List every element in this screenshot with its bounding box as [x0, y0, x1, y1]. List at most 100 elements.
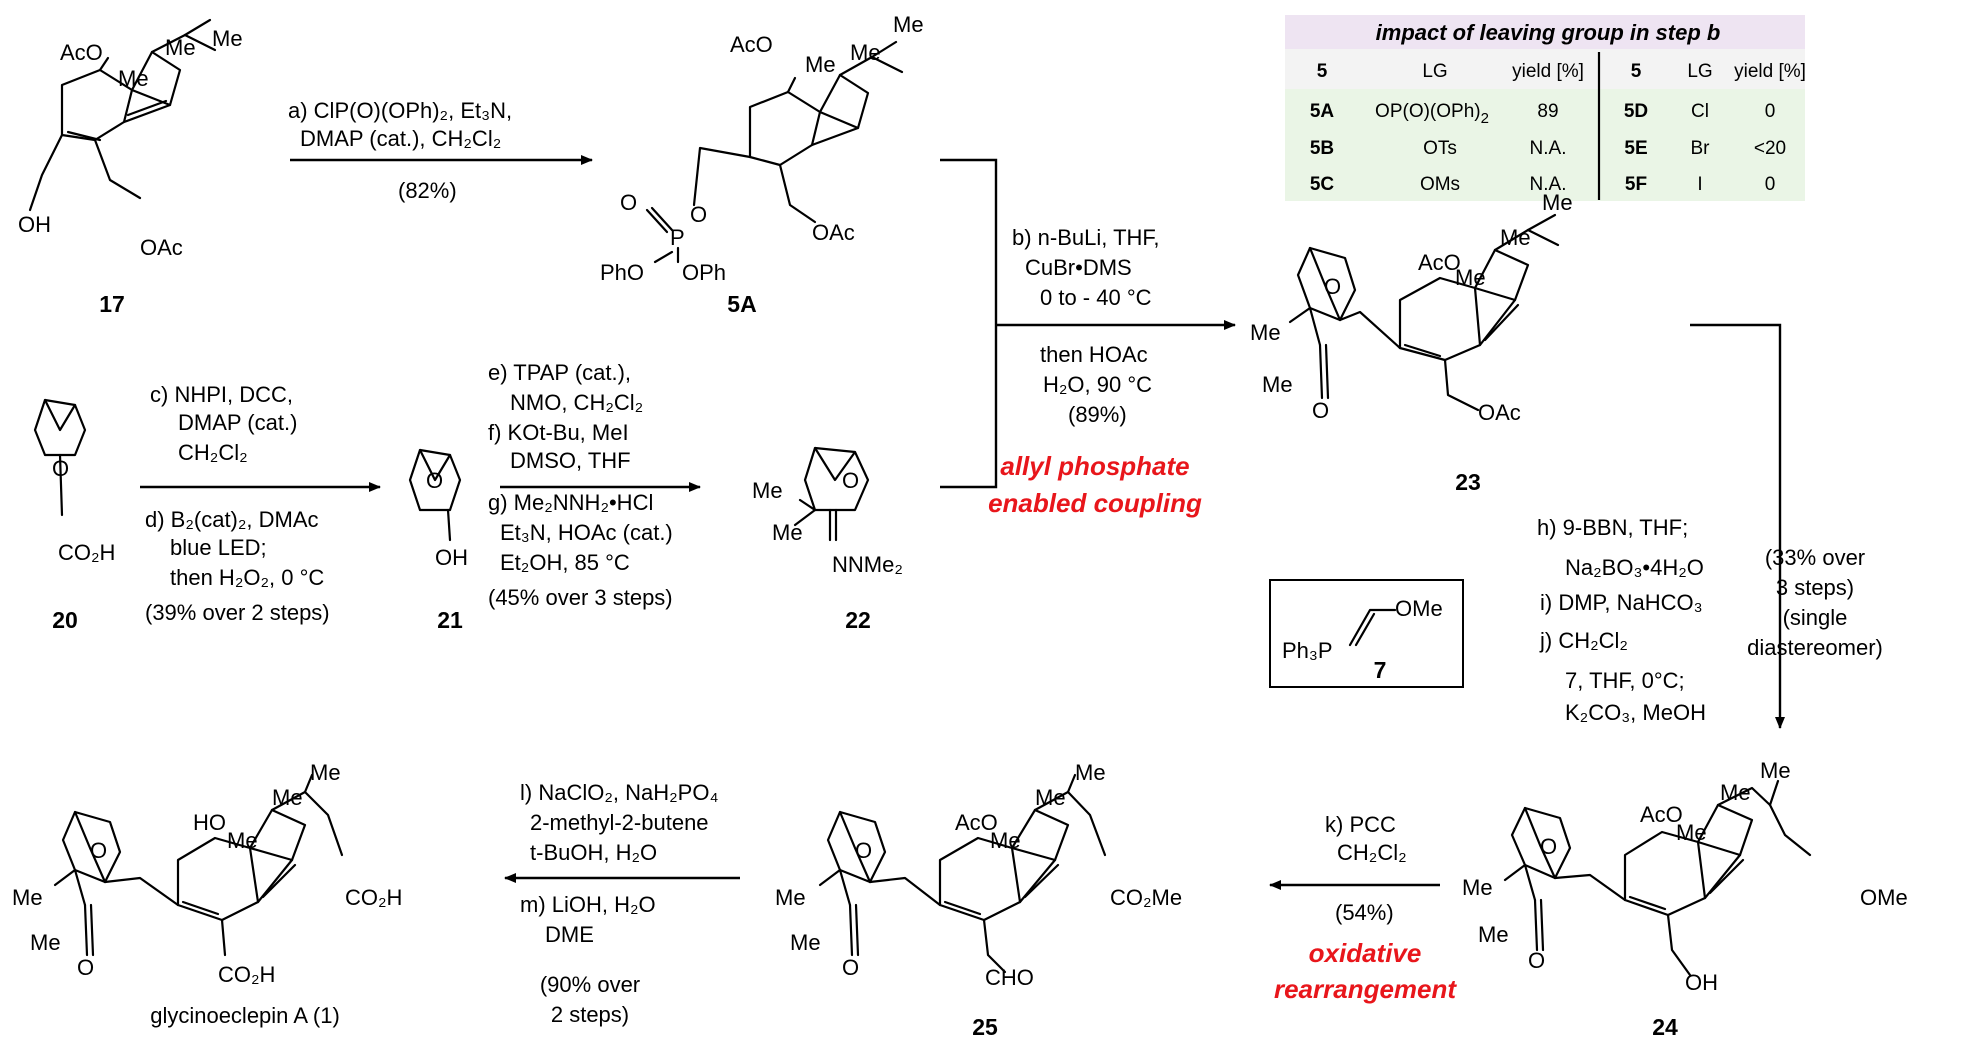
step-b-yield: (89%) [1068, 402, 1127, 427]
header-cmpd-right: 5 [1631, 61, 1642, 82]
row-yield-left: N.A. [1530, 174, 1567, 195]
step-cd-line5: blue LED; [170, 535, 267, 560]
compound-17: AcO Me Me Me OH OAc 17 [18, 18, 243, 317]
compound-label-5A: 5A [727, 291, 756, 317]
atom-me: Me [990, 828, 1021, 853]
table-row: 5B OTs N.A. 5E Br <20 [1310, 138, 1786, 159]
atom-aco: AcO [1418, 250, 1461, 275]
step-a-line2: DMAP (cat.), CH₂Cl₂ [300, 126, 501, 151]
atom-o: O [842, 468, 859, 493]
step-hij-yield-line3: (single [1783, 605, 1848, 630]
atom-me: Me [227, 828, 258, 853]
compound-21: O OH 21 [408, 448, 468, 633]
atom-me: Me [790, 930, 821, 955]
row-lg-left: OP(O)(OPh)2 [1375, 101, 1489, 127]
atom-oh: OH [18, 212, 51, 237]
step-cd-line3: CH₂Cl₂ [178, 440, 248, 465]
step-efg-line6: Et₃N, HOAc (cat.) [500, 520, 673, 545]
arrow-hij [1690, 323, 1785, 729]
atom-me: Me [775, 885, 806, 910]
step-hij-line3: i) DMP, NaHCO₃ [1540, 590, 1703, 615]
atom-nnme2: NNMe₂ [832, 552, 903, 577]
row-yield-left: N.A. [1530, 138, 1567, 159]
atom-me: Me [1676, 820, 1707, 845]
step-b-line4: then HOAc [1040, 342, 1148, 367]
atom-me: Me [118, 66, 149, 91]
atom-co2h: CO₂H [218, 962, 275, 987]
atom-me: Me [1075, 760, 1106, 785]
atom-o: O [1312, 398, 1329, 423]
step-efg-line7: Et₂OH, 85 °C [500, 550, 630, 575]
step-cd-line6: then H₂O₂, 0 °C [170, 565, 324, 590]
leaving-group-table: impact of leaving group in step b 5 LG y… [1285, 15, 1806, 201]
step-efg: e) TPAP (cat.), NMO, CH₂Cl₂ f) KOt-Bu, M… [488, 360, 701, 610]
atom-o: O [90, 838, 107, 863]
highlight-allyl-line1: allyl phosphate [1000, 451, 1189, 481]
step-lm-line5: DME [545, 922, 594, 947]
atom-me: Me [1250, 320, 1281, 345]
step-lm-yield-line1: (90% over [540, 972, 640, 997]
atom-o: O [52, 456, 69, 481]
atom-aco: AcO [1640, 802, 1683, 827]
row-yield-right: 0 [1765, 101, 1776, 122]
compound-label-20: 20 [52, 607, 78, 633]
header-yield-left: yield [%] [1512, 61, 1584, 82]
atom-o: O [1540, 834, 1557, 859]
row-yield-right: <20 [1754, 138, 1786, 159]
compound-label-17: 17 [99, 291, 125, 317]
step-cd-line4: d) B₂(cat)₂, DMAc [145, 507, 319, 532]
atom-aco: AcO [60, 40, 103, 65]
atom-aco: AcO [730, 32, 773, 57]
atom-me: Me [1500, 225, 1531, 250]
step-hij-yield-line4: diastereomer) [1747, 635, 1883, 660]
step-k-line2: CH₂Cl₂ [1337, 840, 1407, 865]
step-cd-yield: (39% over 2 steps) [145, 600, 330, 625]
step-k-line1: k) PCC [1325, 812, 1396, 837]
compound-label-7: 7 [1374, 657, 1387, 683]
atom-oac: OAc [1478, 400, 1521, 425]
atom-o: O [1324, 274, 1341, 299]
atom-ho: HO [193, 810, 226, 835]
atom-o: O [842, 955, 859, 980]
step-a: a) ClP(O)(OPh)₂, Et₃N, DMAP (cat.), CH₂C… [288, 98, 593, 203]
step-lm-line4: m) LiOH, H₂O [520, 892, 656, 917]
compound-25: O Me Me O AcO Me Me Me CO₂Me CHO 25 [775, 760, 1182, 1040]
atom-me: Me [1478, 922, 1509, 947]
step-hij-yield-line2: 3 steps) [1776, 575, 1854, 600]
compound-label-21: 21 [437, 607, 463, 633]
step-a-line1: a) ClP(O)(OPh)₂, Et₃N, [288, 98, 512, 123]
step-lm-line2: 2-methyl-2-butene [530, 810, 709, 835]
compound-5A: AcO Me Me Me O P O PhO OPh OAc 5A [600, 12, 924, 317]
step-k: k) PCC CH₂Cl₂ (54%) oxidative rearrangem… [1269, 812, 1457, 1004]
atom-me: Me [1720, 780, 1751, 805]
header-yield-right: yield [%] [1734, 61, 1806, 82]
atom-oac: OAc [812, 220, 855, 245]
compound-23: O Me Me O AcO Me Me Me OAc 23 [1250, 190, 1573, 495]
atom-me: Me [893, 12, 924, 37]
compound-22: O Me Me NNMe₂ 22 [752, 446, 903, 633]
atom-me: Me [1262, 372, 1293, 397]
reagent-box [1269, 579, 1464, 688]
step-b: b) n-BuLi, THF, CuBr•DMS 0 to - 40 °C th… [940, 158, 1236, 518]
atom-me: Me [212, 26, 243, 51]
step-b-line1: b) n-BuLi, THF, [1012, 225, 1160, 250]
compound-label-24: 24 [1652, 1014, 1678, 1040]
highlight-ox-line2: rearrangement [1274, 974, 1457, 1004]
lg-main: OP(O)(OPh) [1375, 101, 1481, 122]
step-hij-yield-line1: (33% over [1765, 545, 1865, 570]
row-cmpd-right: 5D [1624, 101, 1648, 122]
table-row: 5C OMs N.A. 5F I 0 [1310, 174, 1775, 195]
atom-p: P [670, 225, 685, 250]
table-header-bg [1285, 49, 1805, 89]
step-lm-line3: t-BuOH, H₂O [530, 840, 657, 865]
step-lm-line1: l) NaClO₂, NaH₂PO₄ [520, 780, 718, 805]
row-cmpd-left: 5A [1310, 101, 1335, 122]
row-lg-right: Br [1691, 138, 1711, 159]
table-row: 5A OP(O)(OPh)2 89 5D Cl 0 [1310, 101, 1775, 127]
atom-co2h: CO₂H [58, 540, 115, 565]
row-cmpd-right: 5E [1624, 138, 1647, 159]
atom-me: Me [752, 478, 783, 503]
row-cmpd-left: 5B [1310, 138, 1334, 159]
table-title: impact of leaving group in step b [1376, 20, 1721, 45]
atom-me: Me [310, 760, 341, 785]
